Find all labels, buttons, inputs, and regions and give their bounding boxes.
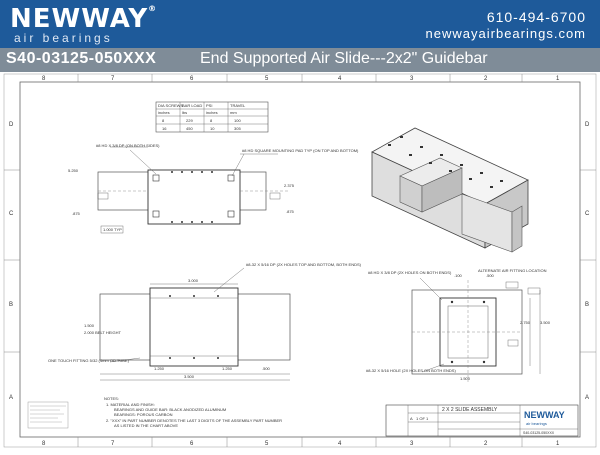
table-cell: 8 (162, 118, 165, 123)
table-cell: 8 (210, 118, 213, 123)
dimension: 2.375 (284, 183, 295, 188)
brand-tagline: air bearings (14, 31, 113, 45)
brand-logo[interactable]: NEWWAY® (10, 4, 157, 34)
engineering-drawing[interactable]: 8 7 6 5 4 3 2 1 8 7 6 5 4 3 2 1 D C B A … (0, 72, 600, 450)
end-view[interactable]: #8 HD X 3/8 DP (2X HOLES ON BOTH ENDS) #… (366, 268, 551, 382)
dimension: 1.500 (84, 323, 95, 328)
dimension: 1.500 (460, 376, 471, 381)
zone-col-label: 2 (484, 76, 488, 82)
title-block: 2 X 2 SLIDE ASSEMBLY NEWWAY air bearings… (385, 404, 579, 437)
table-cell: 16 (162, 126, 167, 131)
isometric-view[interactable] (371, 127, 529, 253)
zone-col-label: 1 (556, 76, 560, 82)
zone-col-label: 7 (111, 441, 115, 447)
site-header: NEWWAY® air bearings 610-494-6700 newway… (0, 0, 600, 48)
table-cell: 450 (186, 126, 193, 131)
end-view-callout: #8-32 X 5/16 HOLE (2X HOLES ON BOTH ENDS… (366, 368, 456, 373)
spec-table: DIA SCREWS BAR LOAD PSI TRAVEL inches lb… (155, 101, 269, 133)
dimension: 5.250 (68, 168, 79, 173)
sheet-border (19, 81, 581, 438)
dimension: .875 (286, 209, 295, 214)
note-line: BEARINGS: POROUS CARBON (114, 412, 173, 417)
zone-row-label: D (9, 122, 14, 128)
table-header: BAR LOAD (182, 103, 202, 108)
title-block-logo: NEWWAY (524, 410, 565, 420)
notes-block: NOTES: 1. MATERIAL AND FINISH: BEARINGS … (104, 396, 282, 428)
dimension: 3.000 (188, 278, 199, 283)
table-cell: 229 (186, 118, 193, 123)
zone-col-label: 3 (410, 76, 414, 82)
zone-col-label: 4 (338, 441, 342, 447)
note-line: 1. MATERIAL AND FINISH: (106, 402, 155, 407)
product-title-bar: S40-03125-050XXX End Supported Air Slide… (0, 48, 600, 72)
front-view[interactable]: #8-32 X 5/16 DP (2X HOLES TOP AND BOTTOM… (48, 262, 362, 381)
table-header: TRAVEL (230, 103, 246, 108)
zone-col-label: 8 (42, 441, 46, 447)
table-subheader: inches (206, 110, 218, 115)
note-line: AS LISTED IN THE CHART ABOVE (114, 423, 178, 428)
top-view-callout: #8 HD X 3/8 DP (ON BOTH SIDES) (96, 143, 160, 148)
dimension: .100 (454, 273, 463, 278)
dimension: 1.250 (154, 366, 165, 371)
table-cell: 305 (234, 126, 241, 131)
zone-row-label: D (585, 122, 590, 128)
revision-block (27, 401, 69, 429)
product-description: End Supported Air Slide---2x2" Guidebar (200, 50, 488, 67)
part-number: S40-03125-050XXX (6, 50, 157, 67)
zone-col-label: 6 (190, 441, 194, 447)
dimension: 1.250 (222, 366, 233, 371)
registered-mark: ® (148, 4, 158, 13)
zone-row-label: C (585, 211, 590, 217)
brand-name: NEWWAY (10, 4, 149, 34)
note-line: BEARINGS AND GUIDE BAR: BLACK ANODIZED A… (114, 407, 226, 412)
title-block-part: S40-03125-050XXX (523, 431, 555, 435)
front-view-callout: #8-32 X 5/16 DP (2X HOLES TOP AND BOTTOM… (246, 262, 362, 267)
alternate-fitting-label: ALTERNATE AIR FITTING LOCATION (478, 268, 547, 273)
zone-col-label: 8 (42, 76, 46, 82)
table-cell: 10 (210, 126, 215, 131)
table-header: DIA SCREWS (158, 103, 183, 108)
zone-col-label: 4 (338, 76, 342, 82)
dimension: .500 (262, 366, 271, 371)
table-subheader: mm (230, 110, 237, 115)
phone-number[interactable]: 610-494-6700 (486, 9, 586, 25)
title-block-size: A (410, 416, 413, 421)
zone-col-label: 2 (484, 441, 488, 447)
zone-row-label: B (9, 302, 13, 308)
end-view-callout: #8 HD X 3/8 DP (2X HOLES ON BOTH ENDS) (368, 270, 452, 275)
zone-col-label: 7 (111, 76, 115, 82)
top-view[interactable]: #8 HD X 3/8 DP (ON BOTH SIDES) #8 HD SQU… (68, 143, 359, 234)
zone-col-label: 1 (556, 441, 560, 447)
table-subheader: lbs (182, 110, 187, 115)
zone-col-label: 3 (410, 441, 414, 447)
title-block-title: 2 X 2 SLIDE ASSEMBLY (442, 407, 498, 413)
note-line: 2. "XXX" IN PART NUMBER DENOTES THE LAST… (106, 418, 282, 423)
website-link[interactable]: newwayairbearings.com (425, 26, 586, 41)
dimension: 3.500 (184, 374, 195, 379)
zone-row-label: C (9, 211, 14, 217)
zone-row-label: A (585, 395, 589, 401)
dimension: .500 (486, 273, 495, 278)
dimension: .875 (72, 211, 81, 216)
zone-col-label: 5 (265, 76, 269, 82)
top-view-callout: #8 HD SQUARE MOUNTING PAD TYP (ON TOP AN… (242, 148, 359, 153)
table-header: PSI (206, 103, 212, 108)
dimension: 2.750 (520, 320, 531, 325)
table-subheader: inches (158, 110, 170, 115)
zone-col-label: 5 (265, 441, 269, 447)
dimension: 2.000 BELT HEIGHT (84, 330, 122, 335)
zone-row-label: A (9, 395, 13, 401)
title-block-sheet: 1 OF 1 (416, 416, 429, 421)
notes-heading: NOTES: (104, 396, 119, 401)
zone-row-label: B (585, 302, 589, 308)
dimension: 3.500 (540, 320, 551, 325)
fitting-note: ONE TOUCH FITTING 5/32 (4mm OD TUBE) (48, 358, 130, 363)
zone-col-label: 6 (190, 76, 194, 82)
table-cell: 100 (234, 118, 241, 123)
title-block-logo-sub: air bearings (526, 421, 547, 426)
dimension: 1.000 TYP (103, 227, 122, 232)
